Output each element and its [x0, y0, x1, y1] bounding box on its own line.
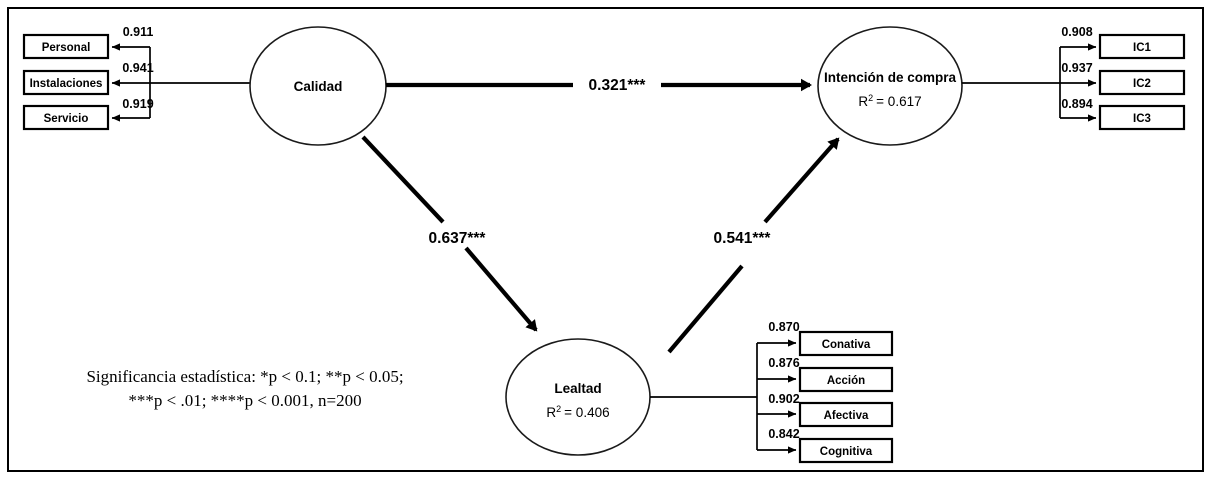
path-label-calidad-intencion: 0.321***	[589, 77, 647, 94]
indicator-label-ic1: IC1	[1133, 42, 1152, 54]
loading-ic2: 0.937	[1061, 61, 1092, 75]
intencion-indicator-group: IC1 IC2 IC3 0.908 0.937 0.894	[962, 25, 1186, 131]
calidad-label: Calidad	[294, 79, 343, 94]
loading-ic3: 0.894	[1061, 97, 1092, 111]
path-label-calidad-lealtad: 0.637***	[429, 230, 487, 247]
loading-accion: 0.876	[768, 356, 799, 370]
legend-line-1: Significancia estadística: *p < 0.1; **p…	[86, 367, 403, 386]
indicator-label-instalaciones: Instalaciones	[30, 78, 103, 90]
calidad-indicator-group: Personal Instalaciones Servicio 0.911 0.…	[22, 25, 250, 131]
path-line-lealtad-intencion-lower	[667, 264, 744, 354]
indicator-box-personal[interactable]	[22, 33, 110, 60]
diagram-frame	[7, 7, 1204, 472]
indicator-label-ic3: IC3	[1133, 113, 1151, 125]
intencion-r2: R2= 0.617	[858, 93, 921, 109]
loading-instalaciones: 0.941	[122, 61, 153, 75]
loading-conativa: 0.870	[768, 320, 799, 334]
path-calidad-intencion: 0.321***	[386, 77, 812, 94]
indicator-box-afectiva[interactable]	[798, 401, 894, 428]
indicator-box-servicio[interactable]	[22, 104, 110, 131]
lealtad-r2-sup: 2	[556, 404, 561, 414]
indicator-box-accion[interactable]	[798, 366, 894, 393]
indicator-box-conativa[interactable]	[798, 330, 894, 357]
path-line-calidad-lealtad-lower	[464, 246, 538, 332]
indicator-box-ic1[interactable]	[1098, 33, 1186, 60]
construct-calidad[interactable]: Calidad	[249, 26, 387, 146]
intencion-r2-sup: 2	[868, 93, 873, 103]
significance-legend: Significancia estadística: *p < 0.1; **p…	[86, 367, 403, 410]
lealtad-label: Lealtad	[554, 381, 601, 396]
intencion-r2-prefix: R	[858, 94, 868, 109]
intencion-label: Intención de compra	[824, 70, 957, 85]
indicator-label-servicio: Servicio	[44, 113, 89, 125]
lealtad-indicator-group: Conativa Acción Afectiva Cognitiva 0.870…	[650, 320, 894, 464]
lealtad-r2: R2= 0.406	[546, 404, 609, 420]
indicator-label-afectiva: Afectiva	[824, 410, 869, 422]
lealtad-r2-value: = 0.406	[564, 405, 609, 420]
indicator-box-instalaciones[interactable]	[22, 69, 110, 96]
indicator-box-cognitiva[interactable]	[798, 437, 894, 464]
intencion-r2-value: = 0.617	[876, 94, 921, 109]
path-line-lealtad-intencion-upper	[763, 137, 840, 224]
indicator-label-cognitiva: Cognitiva	[820, 446, 873, 458]
construct-intencion-de-compra[interactable]: Intención de compra R2= 0.617	[817, 26, 963, 146]
lealtad-ellipse[interactable]	[505, 338, 651, 456]
loading-afectiva: 0.902	[768, 392, 799, 406]
indicator-label-conativa: Conativa	[822, 339, 871, 351]
path-label-lealtad-intencion: 0.541***	[714, 230, 772, 247]
indicator-box-ic2[interactable]	[1098, 69, 1186, 96]
path-line-calidad-lealtad-upper	[361, 135, 445, 224]
loading-ic1: 0.908	[1061, 25, 1092, 39]
path-lealtad-intencion: 0.541***	[667, 137, 840, 354]
loading-personal: 0.911	[123, 25, 154, 39]
path-calidad-lealtad: 0.637***	[361, 135, 538, 332]
indicator-label-personal: Personal	[42, 42, 91, 54]
indicator-label-accion: Acción	[827, 375, 865, 387]
indicator-box-ic3[interactable]	[1098, 104, 1186, 131]
legend-line-2: ***p < .01; ****p < 0.001, n=200	[128, 391, 361, 410]
intencion-ellipse[interactable]	[817, 26, 963, 146]
lealtad-r2-prefix: R	[546, 405, 556, 420]
loading-servicio: 0.919	[122, 97, 153, 111]
indicator-label-ic2: IC2	[1133, 78, 1151, 90]
construct-lealtad[interactable]: Lealtad R2= 0.406	[505, 338, 651, 456]
loading-cognitiva: 0.842	[768, 427, 799, 441]
